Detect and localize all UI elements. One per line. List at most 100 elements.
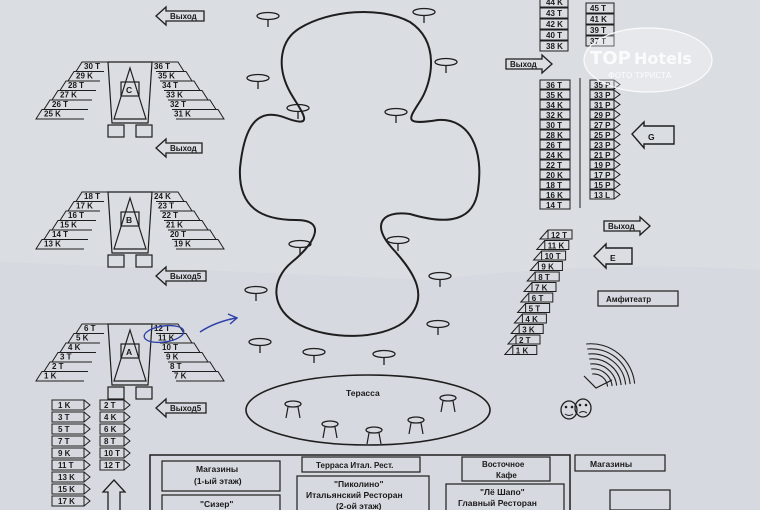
exit-label: Выход5 [170,404,202,413]
logo-brand: TOP [590,48,631,69]
seat-label: 36 T [154,62,170,71]
seat-label: 14 T [546,201,562,210]
block-letter: B [126,215,132,225]
seat-label: 29 P [594,111,611,120]
seat-label: 45 T [590,4,606,13]
seat-label: 1 K [58,401,71,410]
seat-label: 19 P [594,161,611,170]
seat-label: 12 T [551,231,567,240]
seat-label: 32 K [546,111,563,120]
seat-label: 35 K [158,72,175,81]
seat-label: 30 T [546,121,562,130]
terrace-label: Терасса [346,388,380,398]
seat-label: 40 T [546,31,562,40]
seat-label: 2 T [104,401,116,410]
seat-label: 21 P [594,151,611,160]
seat-label: 19 K [174,240,191,249]
table-icon [439,394,457,402]
seat-label: 20 K [546,171,563,180]
exit-label: Выход [170,12,197,21]
seat-label: 2 T [52,362,64,371]
seat-label: 28 T [68,81,84,90]
paper-fold [0,0,760,280]
seat-label: 8 T [538,273,550,282]
exit-arrow-up-icon [101,479,127,510]
seat-label: 6 T [84,324,96,333]
seat-label: 4 K [525,315,538,324]
seat-label: 17 K [58,497,75,506]
pool [238,11,481,337]
seat-label: 14 T [52,230,68,239]
shops-2-label: Магазины [590,459,632,469]
terrace-area [245,374,491,446]
exit-arrow-icon: Выход [155,5,205,27]
seat-label: 21 K [166,221,183,230]
main-restaurant-label: Главный Ресторан [458,498,537,508]
seat-label: 1 K [44,372,57,381]
exit-label: Выход [510,60,537,69]
seat-label: 16 K [546,191,563,200]
seat-label: 3 T [60,353,72,362]
block-letter: A [126,347,132,357]
seat-label: 4 K [104,413,117,422]
masks-icon [560,398,592,420]
pen-arrow [199,313,239,333]
seat-label: 13 L [594,191,610,200]
seat-label: 4 K [68,343,81,352]
seat-label: 7 T [58,437,70,446]
italian-terrace-label: Терраса Итал. Рест. [316,461,393,470]
seat-label: 6 K [104,425,117,434]
terrace-tables [284,394,457,445]
seat-label: 32 T [170,100,186,109]
exit-label: Выход5 [170,272,202,281]
seat-label: 18 T [84,192,100,201]
seat-label: 28 K [546,131,563,140]
amphitheatre-box [597,290,679,307]
seat-label: 22 T [162,211,178,220]
italian-restaurant-label: Итальянский Ресторан [306,490,403,500]
seat-label: 9 K [58,449,71,458]
seat-label: 2 T [519,336,531,345]
logo-subtitle: ФОТО ТУРИСТА [608,71,672,80]
seat-label: 5 K [76,334,89,343]
seat-label: 3 T [58,413,70,422]
umbrella-group [244,7,458,365]
seat-label: 10 T [162,343,178,352]
seat-label: 5 T [529,305,541,314]
seat-label: 31 P [594,101,611,110]
seat-label: 11 K [158,334,175,343]
seat-label: 34 K [546,101,563,110]
seat-label: 15 P [594,181,611,190]
e-arrow-icon [593,242,633,270]
seat-label: 12 T [154,324,170,333]
le-chateau-label: "Лё Шапо" [480,487,525,497]
seat-label: 18 T [546,181,562,190]
seat-label: 41 K [590,15,607,24]
seat-label: 15 K [58,485,75,494]
e-block: 12 T11 K10 T9 K8 T7 K6 T5 T4 K3 K2 T1 KE [503,229,633,356]
seat-label: 31 K [174,110,191,119]
table-icon [365,426,383,434]
amphitheatre-fan-icon [583,343,636,389]
seat-label: 8 T [170,362,182,371]
bottom-left-rows: 1 K3 T5 T7 T9 K11 T13 K15 K17 K2 T4 K6 K… [51,399,131,507]
table-icon [407,416,425,424]
seat-label: 30 T [84,62,100,71]
seat-label: 9 K [541,263,554,272]
east-cafe-label-1: Восточное [482,460,525,469]
seat-label: 23 P [594,141,611,150]
seat-label: 7 K [174,372,187,381]
logo-brand-2: Hotels [634,49,692,68]
g-block: 44 K43 T42 K40 T38 K45 T41 K39 T37 T36 T… [539,0,675,210]
exit-arrow-icon: Выход [505,53,553,75]
seat-label: 5 T [58,425,70,434]
e-letter: E [610,253,616,263]
floor-2-label: (2-ой этаж) [336,501,382,510]
seat-label: 23 T [158,202,174,211]
seat-label: 34 T [162,81,178,90]
